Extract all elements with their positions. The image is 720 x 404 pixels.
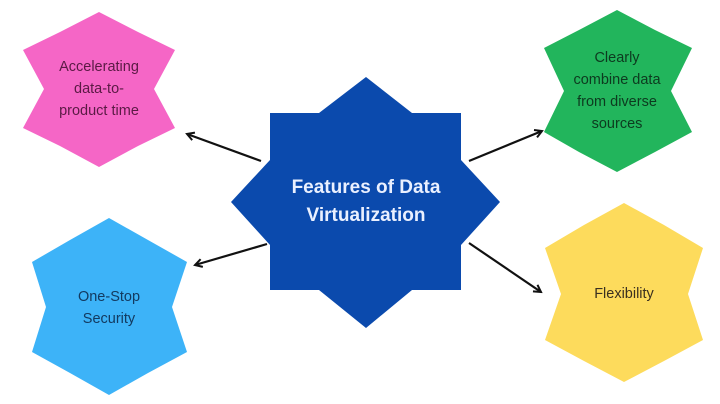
star-security bbox=[32, 218, 187, 395]
arrow-to-combine bbox=[468, 131, 542, 163]
node-text-line: from diverse bbox=[577, 94, 657, 110]
star-accelerating bbox=[23, 12, 175, 167]
central-label-line-1: Features of Data bbox=[291, 177, 441, 198]
node-label-flexibility: Flexibility bbox=[564, 282, 684, 306]
star-combine bbox=[544, 10, 692, 172]
arrow-to-security bbox=[195, 242, 268, 265]
node-text-line: combine data bbox=[573, 72, 661, 88]
node-label-security: One-Stop Security bbox=[49, 285, 169, 331]
node-text-line: data-to- bbox=[74, 81, 124, 97]
node-text-line: product time bbox=[59, 103, 139, 119]
node-label-accelerating: Accelerating data-to- product time bbox=[39, 54, 159, 124]
node-text-line: Flexibility bbox=[594, 286, 654, 302]
node-text-line: Accelerating bbox=[59, 59, 139, 75]
arrow-to-accelerating bbox=[187, 134, 262, 163]
star-flexibility bbox=[545, 203, 703, 382]
node-text-line: sources bbox=[591, 116, 643, 132]
star-central bbox=[231, 77, 500, 328]
node-label-combine: Clearly combine data from diverse source… bbox=[557, 46, 677, 136]
arrow-to-flexibility bbox=[468, 242, 541, 292]
node-text-line: One-Stop bbox=[77, 289, 141, 305]
central-label-line-2: Virtualization bbox=[306, 205, 426, 226]
central-label: Features of Data Virtualization bbox=[256, 160, 476, 244]
node-text-line: Clearly bbox=[594, 50, 640, 66]
node-text-line: Security bbox=[82, 311, 136, 327]
